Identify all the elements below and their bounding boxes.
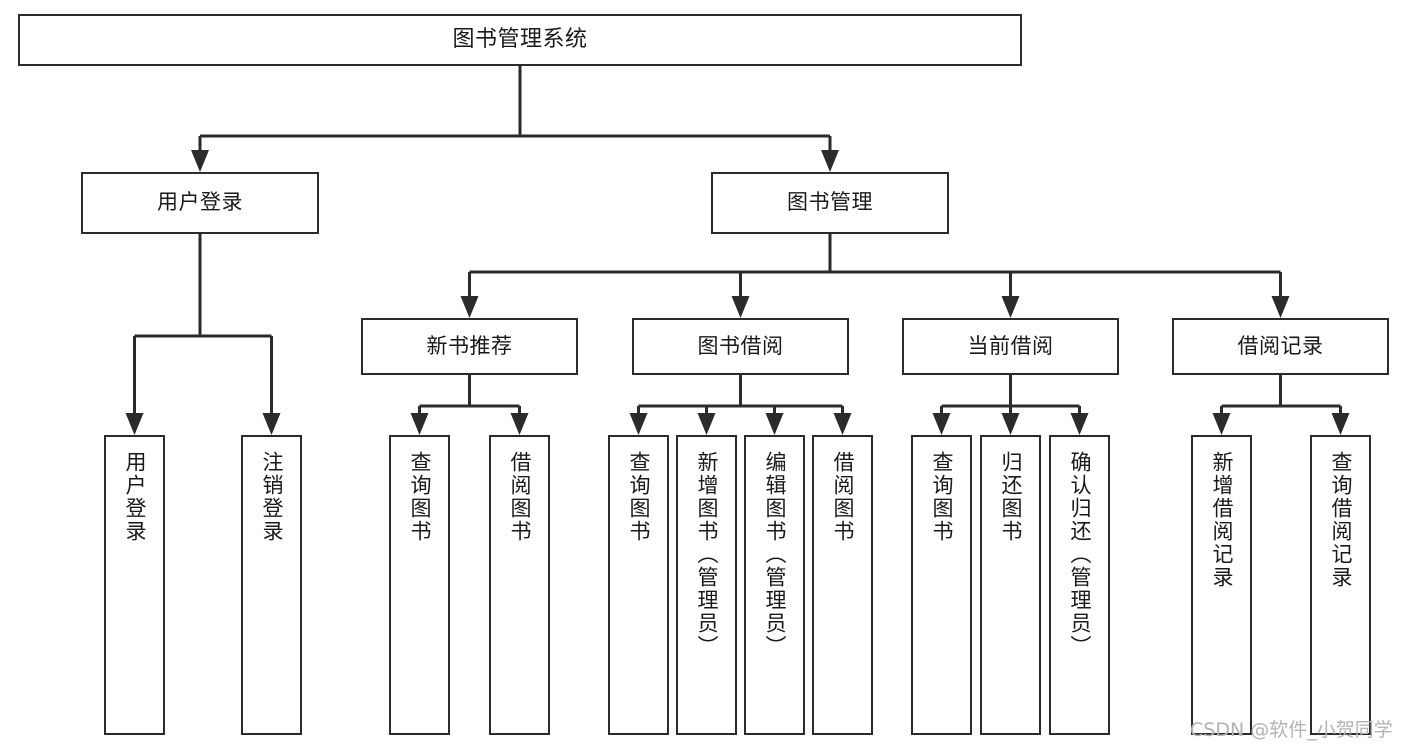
- node-leaf-borrow-book[interactable]: 借阅图书: [812, 435, 873, 735]
- node-label: 图书管理系统: [452, 26, 588, 52]
- arrowhead-leaf-borrow-book-rec: [510, 413, 529, 435]
- arrowhead-borrow-record: [1271, 296, 1290, 318]
- node-leaf-edit-book[interactable]: 编辑图书（管理员）: [744, 435, 805, 735]
- arrowhead-leaf-return-book: [1001, 413, 1020, 435]
- arrowhead-user-login: [191, 150, 209, 172]
- node-leaf-borrow-book-rec[interactable]: 借阅图书: [489, 435, 550, 735]
- node-root[interactable]: 图书管理系统: [18, 14, 1022, 66]
- node-leaf-query-book-rec[interactable]: 查询图书: [389, 435, 450, 735]
- node-leaf-query-record[interactable]: 查询借阅记录: [1310, 435, 1371, 735]
- node-book-borrow[interactable]: 图书借阅: [632, 318, 849, 375]
- node-label: 借阅记录: [1237, 333, 1324, 358]
- arrowhead-leaf-borrow-book: [833, 413, 852, 435]
- node-leaf-query-book-cur[interactable]: 查询图书: [911, 435, 972, 735]
- node-label: 确认归还（管理员）: [1068, 451, 1092, 658]
- arrowhead-leaf-add-book: [697, 413, 716, 435]
- arrowhead-leaf-add-record: [1212, 413, 1231, 435]
- arrowhead-leaf-query-book-borrow: [629, 413, 648, 435]
- node-label: 当前借阅: [967, 333, 1054, 358]
- node-book-manage[interactable]: 图书管理: [711, 172, 949, 234]
- node-label: 用户登录: [157, 190, 243, 215]
- arrowhead-leaf-query-book-rec: [410, 413, 429, 435]
- node-leaf-query-book-borrow[interactable]: 查询图书: [608, 435, 669, 735]
- node-borrow-record[interactable]: 借阅记录: [1172, 318, 1389, 375]
- node-user-login[interactable]: 用户登录: [81, 172, 319, 234]
- node-label: 新书推荐: [426, 333, 513, 358]
- arrowhead-current-borrow: [1001, 296, 1020, 318]
- node-label: 归还图书: [999, 451, 1023, 543]
- node-label: 新增图书（管理员）: [695, 451, 719, 658]
- node-leaf-add-record[interactable]: 新增借阅记录: [1191, 435, 1252, 735]
- node-leaf-return-book[interactable]: 归还图书: [980, 435, 1041, 735]
- node-current-borrow[interactable]: 当前借阅: [902, 318, 1119, 375]
- node-label: 查询图书: [930, 451, 954, 543]
- arrowhead-new-book-rec: [460, 296, 479, 318]
- arrowhead-leaf-edit-book: [765, 413, 784, 435]
- arrowhead-leaf-query-record: [1331, 413, 1350, 435]
- node-label: 图书借阅: [697, 333, 784, 358]
- node-label: 借阅图书: [831, 451, 855, 543]
- node-label: 查询图书: [627, 451, 651, 543]
- node-new-book-rec[interactable]: 新书推荐: [361, 318, 578, 375]
- node-label: 注销登录: [260, 451, 284, 543]
- node-label: 用户登录: [123, 451, 147, 543]
- node-label: 查询借阅记录: [1329, 451, 1353, 589]
- node-leaf-user-logout[interactable]: 注销登录: [241, 435, 302, 735]
- arrowhead-book-manage: [821, 150, 839, 172]
- node-label: 借阅图书: [508, 451, 532, 543]
- arrowhead-leaf-user-login: [125, 413, 144, 435]
- node-label: 图书管理: [787, 190, 873, 215]
- arrowhead-leaf-confirm-return: [1070, 413, 1089, 435]
- node-label: 编辑图书（管理员）: [763, 451, 787, 658]
- arrowhead-leaf-user-logout: [262, 413, 281, 435]
- node-label: 新增借阅记录: [1210, 451, 1234, 589]
- node-leaf-add-book[interactable]: 新增图书（管理员）: [676, 435, 737, 735]
- arrowhead-book-borrow: [731, 296, 750, 318]
- node-leaf-confirm-return[interactable]: 确认归还（管理员）: [1049, 435, 1110, 735]
- node-label: 查询图书: [408, 451, 432, 543]
- node-leaf-user-login[interactable]: 用户登录: [104, 435, 165, 735]
- arrowhead-leaf-query-book-cur: [932, 413, 951, 435]
